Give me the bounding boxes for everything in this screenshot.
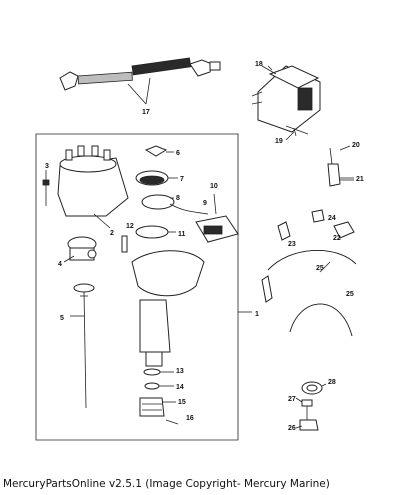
gear-part-15 [139, 397, 165, 417]
module-part-9 [195, 215, 239, 243]
washer-part-14 [144, 382, 160, 390]
callout-8: 8 [176, 195, 180, 202]
callout-25a: 25 [316, 265, 324, 272]
hold-down-clamp-part-4 [67, 236, 97, 261]
callout-15: 15 [178, 399, 186, 406]
capacitor-part-12 [121, 235, 128, 253]
callout-25b: 25 [346, 291, 354, 298]
clip-part-23 [277, 221, 291, 241]
callout-26: 26 [288, 425, 296, 432]
ignition-coil-part-18 [251, 65, 321, 133]
callout-7: 7 [180, 176, 184, 183]
callout-9: 9 [203, 200, 207, 207]
distributor-shaft-part-5 [73, 283, 95, 409]
callout-22: 22 [333, 235, 341, 242]
callout-20: 20 [352, 142, 360, 149]
module-screws-part-10 [213, 193, 217, 215]
callout-16: 16 [186, 415, 194, 422]
ignition-harness-part-17 [59, 57, 221, 105]
leader-lines [63, 65, 354, 429]
parts-exploded-diagram: 1 2 3 4 5 6 7 8 9 10 11 12 13 14 15 16 1… [35, 57, 364, 441]
roll-pin-part-16 [165, 419, 179, 425]
callout-4: 4 [58, 261, 62, 268]
callout-23: 23 [288, 241, 296, 248]
distributor-housing-part-1 [131, 250, 205, 367]
callout-18: 18 [255, 61, 263, 68]
washer-part-13 [143, 368, 161, 376]
distributor-assembly-frame [35, 133, 252, 441]
pickup-coil-part-8 [141, 194, 209, 215]
callout-21: 21 [356, 176, 364, 183]
callout-14: 14 [176, 384, 184, 391]
boot-part-22 [333, 221, 355, 239]
callout-5: 5 [60, 315, 64, 322]
callout-12: 12 [126, 223, 134, 230]
callout-2: 2 [110, 230, 114, 237]
grommet-part-28 [301, 381, 323, 395]
screw-part-27 [301, 399, 313, 420]
callout-28: 28 [328, 379, 336, 386]
callout-1: 1 [255, 311, 259, 318]
bracket-part-20-21 [327, 145, 354, 187]
image-caption: MercuryPartsOnline v2.5.1 (Image Copyrig… [3, 478, 330, 490]
callout-3: 3 [45, 163, 49, 170]
pole-piece-part-7 [135, 170, 169, 186]
callout-19: 19 [275, 138, 283, 145]
shield-part-11 [135, 225, 169, 239]
connector-part-24 [311, 209, 325, 223]
distributor-cap-part-2 [57, 145, 129, 229]
callout-10: 10 [210, 183, 218, 190]
cap-screw-part-3 [42, 170, 50, 206]
callout-24: 24 [328, 215, 336, 222]
hi-tension-leads-part-25 [261, 249, 357, 337]
callout-27: 27 [288, 396, 296, 403]
coil-screw-part-19 [285, 125, 309, 137]
bracket-part-26 [299, 419, 319, 431]
callout-11: 11 [178, 231, 186, 238]
rotor-part-6 [144, 145, 168, 157]
callout-13: 13 [176, 368, 184, 375]
callout-17: 17 [142, 109, 150, 116]
callout-6: 6 [176, 150, 180, 157]
